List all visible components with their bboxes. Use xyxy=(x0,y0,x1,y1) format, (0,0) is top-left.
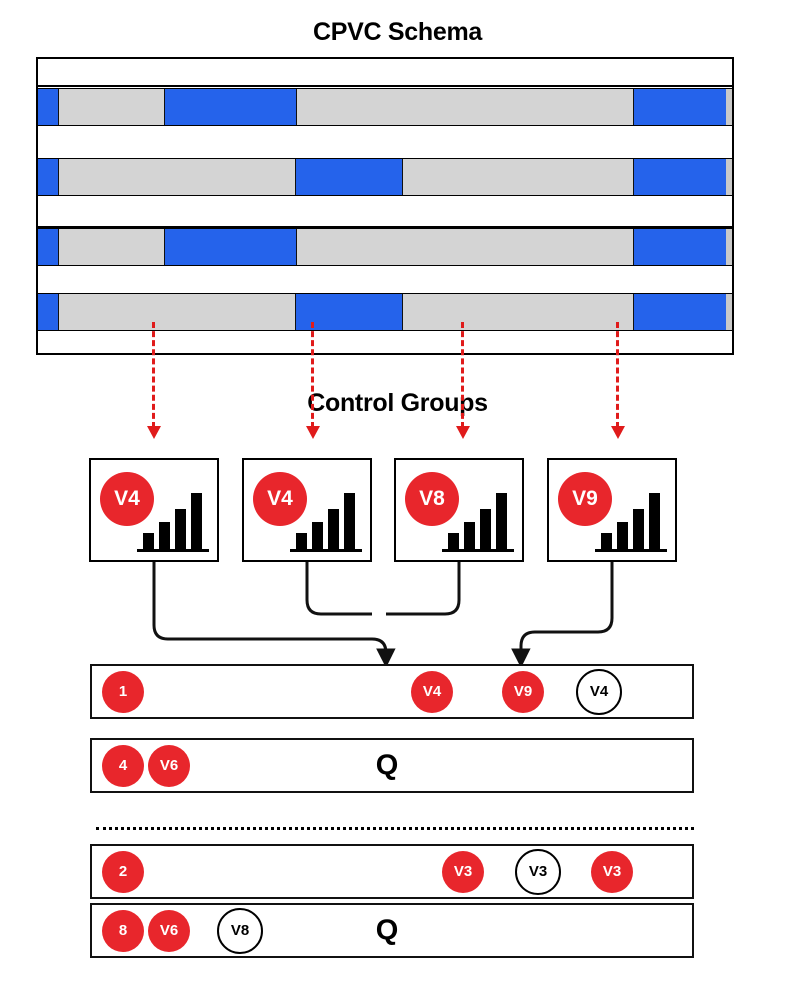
connector-group2-to-row1 xyxy=(305,562,372,616)
control-group-3-chart-bar-4 xyxy=(496,492,507,549)
schema-row-4 xyxy=(38,293,732,331)
control-group-1-badge: V4 xyxy=(100,472,154,526)
dashed-arrow-2-line xyxy=(311,322,314,428)
result-row-2-chip-1[interactable]: 4 xyxy=(102,744,144,787)
schema-row-1 xyxy=(38,88,732,126)
control-group-1-chart-bar-2 xyxy=(159,521,170,549)
control-group-1[interactable]: V4 xyxy=(89,458,219,562)
result-row-4-chip-2[interactable]: V6 xyxy=(148,909,190,952)
control-group-4-chart-bar-3 xyxy=(633,508,644,549)
result-row-3: 2 V3 V3 V3 xyxy=(90,844,694,899)
schema-divider-top xyxy=(36,85,734,87)
connector-group1-to-row1 xyxy=(152,562,396,668)
schema-row-1-segment-3-blue xyxy=(165,89,296,125)
control-group-3-badge: V8 xyxy=(405,472,459,526)
dashed-arrow-1-line xyxy=(152,322,155,428)
control-group-3-chart-bar-1 xyxy=(448,533,459,549)
schema-row-2-segment-1-blue xyxy=(38,159,58,195)
result-row-1-chip-1[interactable]: 1 xyxy=(102,670,144,713)
schema-row-1-segment-2-gray xyxy=(58,89,165,125)
control-group-3-bar-chart-icon xyxy=(442,480,514,552)
control-group-1-chart-bar-4 xyxy=(191,492,202,549)
control-group-3-chart-bar-2 xyxy=(464,521,475,549)
control-group-1-chart-bar-3 xyxy=(175,508,186,549)
dashed-arrow-1-head-icon xyxy=(147,426,161,439)
schema-row-3-segment-2-gray xyxy=(58,229,165,265)
result-row-3-chip-1[interactable]: 2 xyxy=(102,850,144,893)
schema-row-4-segment-6-gray-thin xyxy=(726,294,732,330)
control-groups-title: Control Groups xyxy=(307,389,488,417)
result-row-1-chip-2[interactable]: V4 xyxy=(411,670,453,713)
control-group-2-chart-bar-4 xyxy=(344,492,355,549)
control-group-2[interactable]: V4 xyxy=(242,458,372,562)
control-group-4-chart-baseline xyxy=(595,549,667,552)
control-group-4-chart-bar-4 xyxy=(649,492,660,549)
schema-row-2-segment-6-gray-thin xyxy=(726,159,732,195)
control-group-3-chart-baseline xyxy=(442,549,514,552)
control-group-4-bar-chart-icon xyxy=(595,480,667,552)
schema-row-3-segment-5-blue xyxy=(634,229,726,265)
schema-row-2-segment-4-gray xyxy=(402,159,634,195)
schema-row-3-segment-1-blue xyxy=(38,229,58,265)
dashed-arrow-3 xyxy=(456,322,470,442)
control-group-3-chart-bar-3 xyxy=(480,508,491,549)
schema-row-2 xyxy=(38,158,732,196)
result-row-4-chip-3[interactable]: V8 xyxy=(217,907,263,954)
control-group-4-chart-bar-1 xyxy=(601,533,612,549)
schema-row-1-segment-5-blue xyxy=(634,89,726,125)
schema-row-2-segment-5-blue xyxy=(634,159,726,195)
schema-row-2-segment-3-blue xyxy=(296,159,402,195)
result-row-3-chip-3[interactable]: V3 xyxy=(515,848,561,895)
schema-row-3-segment-6-gray-thin xyxy=(726,229,732,265)
result-row-4-chip-1[interactable]: 8 xyxy=(102,909,144,952)
section-dotted-separator xyxy=(96,827,694,830)
result-row-1-chip-4[interactable]: V4 xyxy=(576,668,622,715)
dashed-arrow-3-line xyxy=(461,322,464,428)
schema-row-4-segment-4-gray xyxy=(402,294,634,330)
dashed-arrow-2-head-icon xyxy=(306,426,320,439)
control-group-1-bar-chart-icon xyxy=(137,480,209,552)
control-group-3[interactable]: V8 xyxy=(394,458,524,562)
result-row-3-chip-2[interactable]: V3 xyxy=(442,850,484,893)
control-group-1-chart-baseline xyxy=(137,549,209,552)
schema-row-3-segment-3-blue xyxy=(165,229,296,265)
control-group-2-badge: V4 xyxy=(253,472,307,526)
result-row-2-q-label: Q xyxy=(375,749,399,781)
page-title: CPVC Schema xyxy=(313,18,482,46)
result-row-4-q-label: Q xyxy=(375,914,399,946)
schema-row-1-segment-6-gray-thin xyxy=(726,89,732,125)
control-group-2-bar-chart-icon xyxy=(290,480,362,552)
schema-row-2-segment-2-gray xyxy=(58,159,296,195)
schema-row-4-segment-5-blue xyxy=(634,294,726,330)
control-group-2-chart-bar-1 xyxy=(296,533,307,549)
schema-row-1-segment-4-gray xyxy=(296,89,634,125)
control-group-2-chart-baseline xyxy=(290,549,362,552)
control-group-4-chart-bar-2 xyxy=(617,521,628,549)
control-group-2-chart-bar-2 xyxy=(312,521,323,549)
control-group-2-chart-bar-3 xyxy=(328,508,339,549)
control-group-4[interactable]: V9 xyxy=(547,458,677,562)
result-row-1: 1 V4 V9 V4 xyxy=(90,664,694,719)
dashed-arrow-3-head-icon xyxy=(456,426,470,439)
result-row-2-chip-2[interactable]: V6 xyxy=(148,744,190,787)
dashed-arrow-1 xyxy=(147,322,161,442)
schema-row-3 xyxy=(38,228,732,266)
dashed-arrow-4-line xyxy=(616,322,619,428)
dashed-arrow-4-head-icon xyxy=(611,426,625,439)
connector-group3-to-row1 xyxy=(386,562,461,616)
dashed-arrow-4 xyxy=(611,322,625,442)
schema-row-4-segment-2-gray xyxy=(58,294,296,330)
result-row-1-chip-3[interactable]: V9 xyxy=(502,670,544,713)
connector-group4-to-row1 xyxy=(511,562,614,668)
schema-row-4-segment-1-blue xyxy=(38,294,58,330)
schema-row-1-segment-1-blue xyxy=(38,89,58,125)
dashed-arrow-2 xyxy=(306,322,320,442)
control-group-4-badge: V9 xyxy=(558,472,612,526)
schema-divider-middle xyxy=(36,226,734,228)
schema-row-3-segment-4-gray xyxy=(296,229,634,265)
result-row-3-chip-4[interactable]: V3 xyxy=(591,850,633,893)
control-group-1-chart-bar-1 xyxy=(143,533,154,549)
